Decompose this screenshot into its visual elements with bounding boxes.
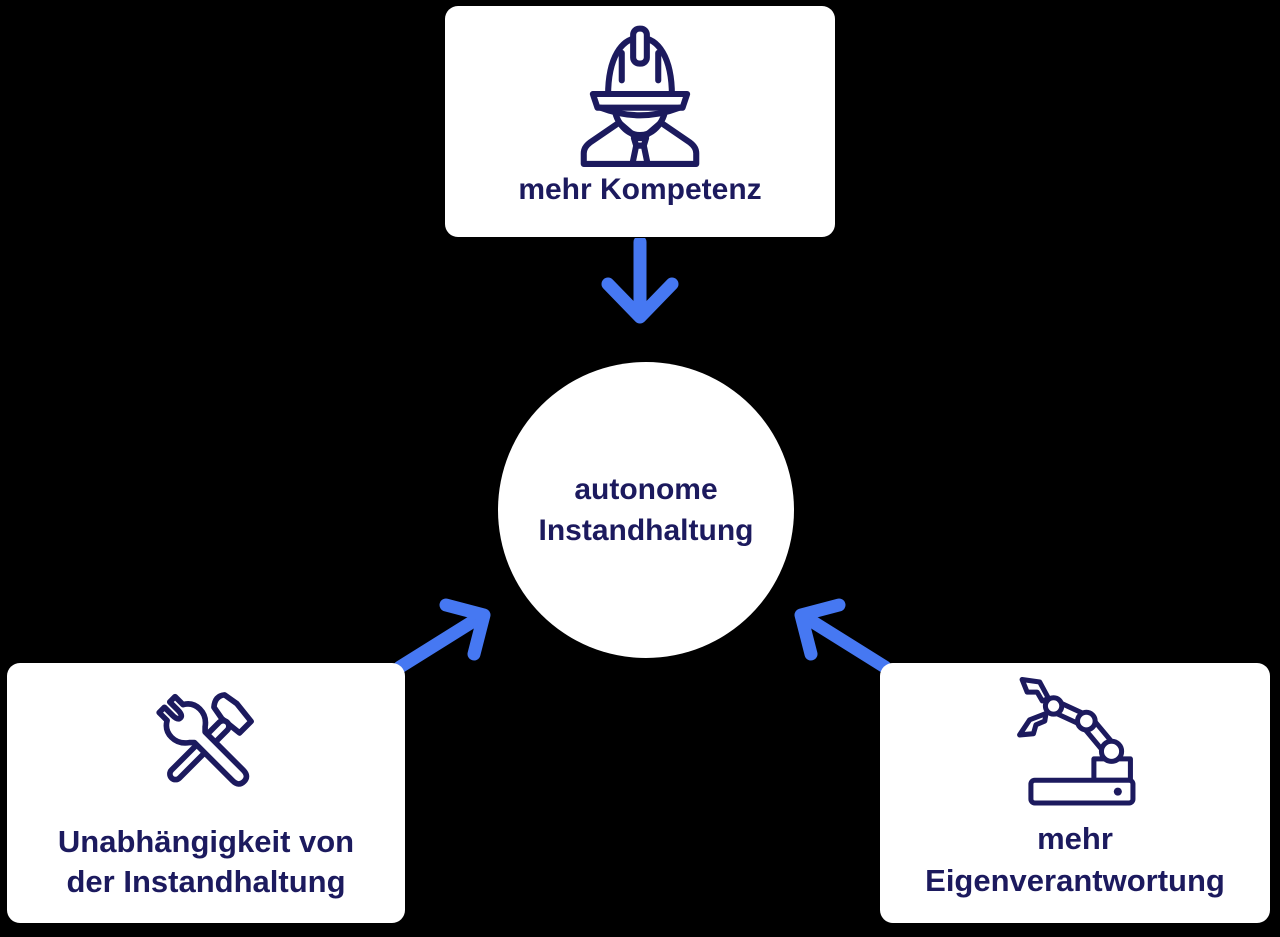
wrench-hammer-icon (142, 681, 270, 806)
construction-worker-icon (564, 18, 716, 170)
node-label-left: Unabhängigkeit von der Instandhaltung (57, 824, 355, 899)
arrow-down-icon (595, 235, 685, 333)
robot-arm-icon (1012, 677, 1138, 808)
node-eigenverantwortung: mehr Eigenverantwortung (880, 663, 1270, 923)
node-label-top: mehr Kompetenz (518, 173, 762, 206)
node-mehr-kompetenz: mehr Kompetenz (445, 6, 835, 237)
arrow-up-right-icon (393, 597, 495, 675)
arrow-up-left-icon (790, 597, 892, 675)
center-label: autonome Instandhaltung (538, 473, 754, 547)
node-unabhaengigkeit: Unabhängigkeit von der Instandhaltung (7, 663, 405, 923)
node-label-right: mehr Eigenverantwortung (925, 821, 1225, 898)
node-autonome-instandhaltung: autonome Instandhaltung (498, 362, 794, 658)
